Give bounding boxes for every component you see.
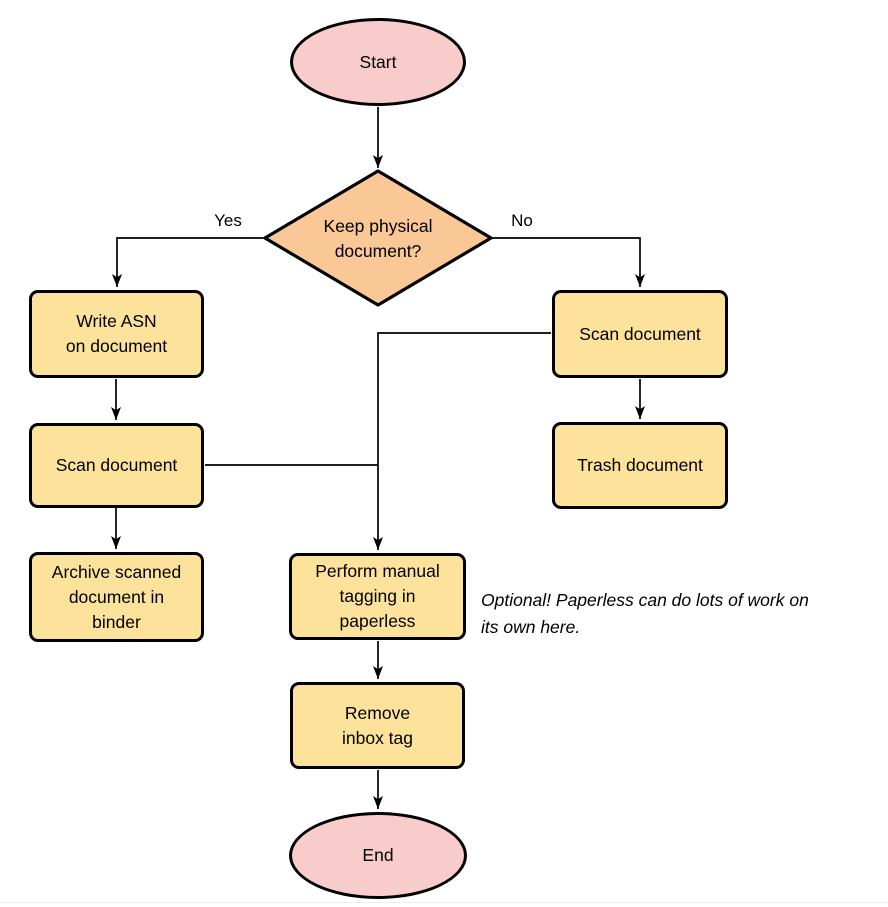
- node-remove-inbox-label: Remove inbox tag: [341, 702, 414, 748]
- node-archive: Archive scanned document in binder: [29, 552, 204, 642]
- node-end: End: [289, 812, 467, 899]
- edge-label-yes: Yes: [214, 211, 242, 230]
- node-write-asn: Write ASN on document: [29, 290, 204, 378]
- node-archive-label: Archive scanned document in binder: [51, 561, 182, 632]
- node-trash: Trash document: [552, 422, 728, 509]
- page-bottom-border: [0, 902, 888, 903]
- edge-decision-scan-right: [492, 237, 645, 287]
- edge-scan-right-tagging: [373, 332, 551, 550]
- node-tagging: Perform manual tagging in paperless: [289, 553, 466, 640]
- decision-diamond-shape: [263, 169, 493, 307]
- node-remove-inbox: Remove inbox tag: [290, 682, 465, 769]
- node-scan-left: Scan document: [29, 423, 204, 508]
- edge-decision-write-asn: [112, 237, 264, 287]
- node-scan-left-label: Scan document: [55, 455, 178, 475]
- node-decision: Keep physical document?: [265, 172, 491, 305]
- node-scan-right-label: Scan document: [579, 323, 701, 344]
- node-scan-right: Scan document: [552, 290, 728, 378]
- node-tagging-label: Perform manual tagging in paperless: [315, 561, 440, 631]
- node-end-label: End: [362, 845, 394, 865]
- edge-label-no: No: [511, 211, 533, 230]
- node-start-label: Start: [359, 51, 397, 72]
- node-write-asn-label: Write ASN on document: [65, 311, 168, 356]
- node-start: Start: [290, 18, 466, 106]
- node-trash-label: Trash document: [577, 455, 703, 475]
- optional-note: Optional! Paperless can do lots of work …: [481, 590, 809, 637]
- node-decision-label: Keep physical document?: [323, 215, 433, 261]
